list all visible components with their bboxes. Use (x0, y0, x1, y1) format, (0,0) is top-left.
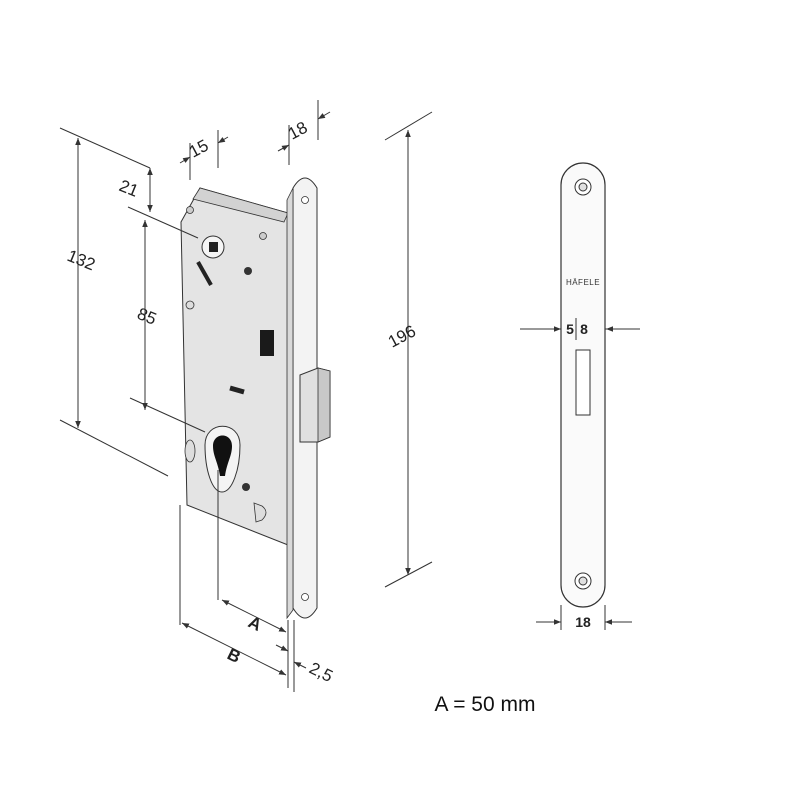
faceplate-screw-icon (301, 196, 309, 204)
dimension-lines-left (59, 100, 433, 692)
dim-2-5-label: 2,5 (306, 659, 336, 686)
screw-hole (185, 300, 195, 310)
follower-square (209, 242, 218, 252)
dim-196-label: 196 (385, 321, 419, 351)
screw-hole (259, 232, 267, 240)
lever-slot (196, 261, 213, 286)
faceplate-side (286, 177, 331, 620)
latch-window (260, 330, 274, 356)
faceplate-front (560, 162, 606, 608)
dim-5-label: 5 (566, 321, 574, 337)
dimension-lines-right (520, 318, 640, 630)
dim-8-label: 8 (580, 321, 588, 337)
caption: A = 50 mm (435, 693, 536, 716)
rivet (242, 483, 250, 491)
dim-18-face-label: 18 (575, 614, 591, 630)
dim-132-label: 132 (65, 246, 98, 274)
rivet (244, 267, 252, 275)
brand-logo: HÄFELE (566, 278, 600, 287)
small-slot (229, 385, 245, 395)
faceplate-screw-icon (301, 593, 309, 601)
dim-A-label: A (245, 613, 264, 635)
screw-hole (186, 206, 194, 214)
mortise-lock-body (180, 187, 289, 546)
dim-85-label: 85 (135, 304, 160, 329)
dim-B-label: B (224, 645, 243, 667)
d-hole (253, 502, 267, 523)
slot-hole (184, 439, 196, 463)
dim-21-label: 21 (117, 176, 142, 201)
latch-opening (575, 349, 591, 416)
keyhole-icon (213, 435, 232, 476)
